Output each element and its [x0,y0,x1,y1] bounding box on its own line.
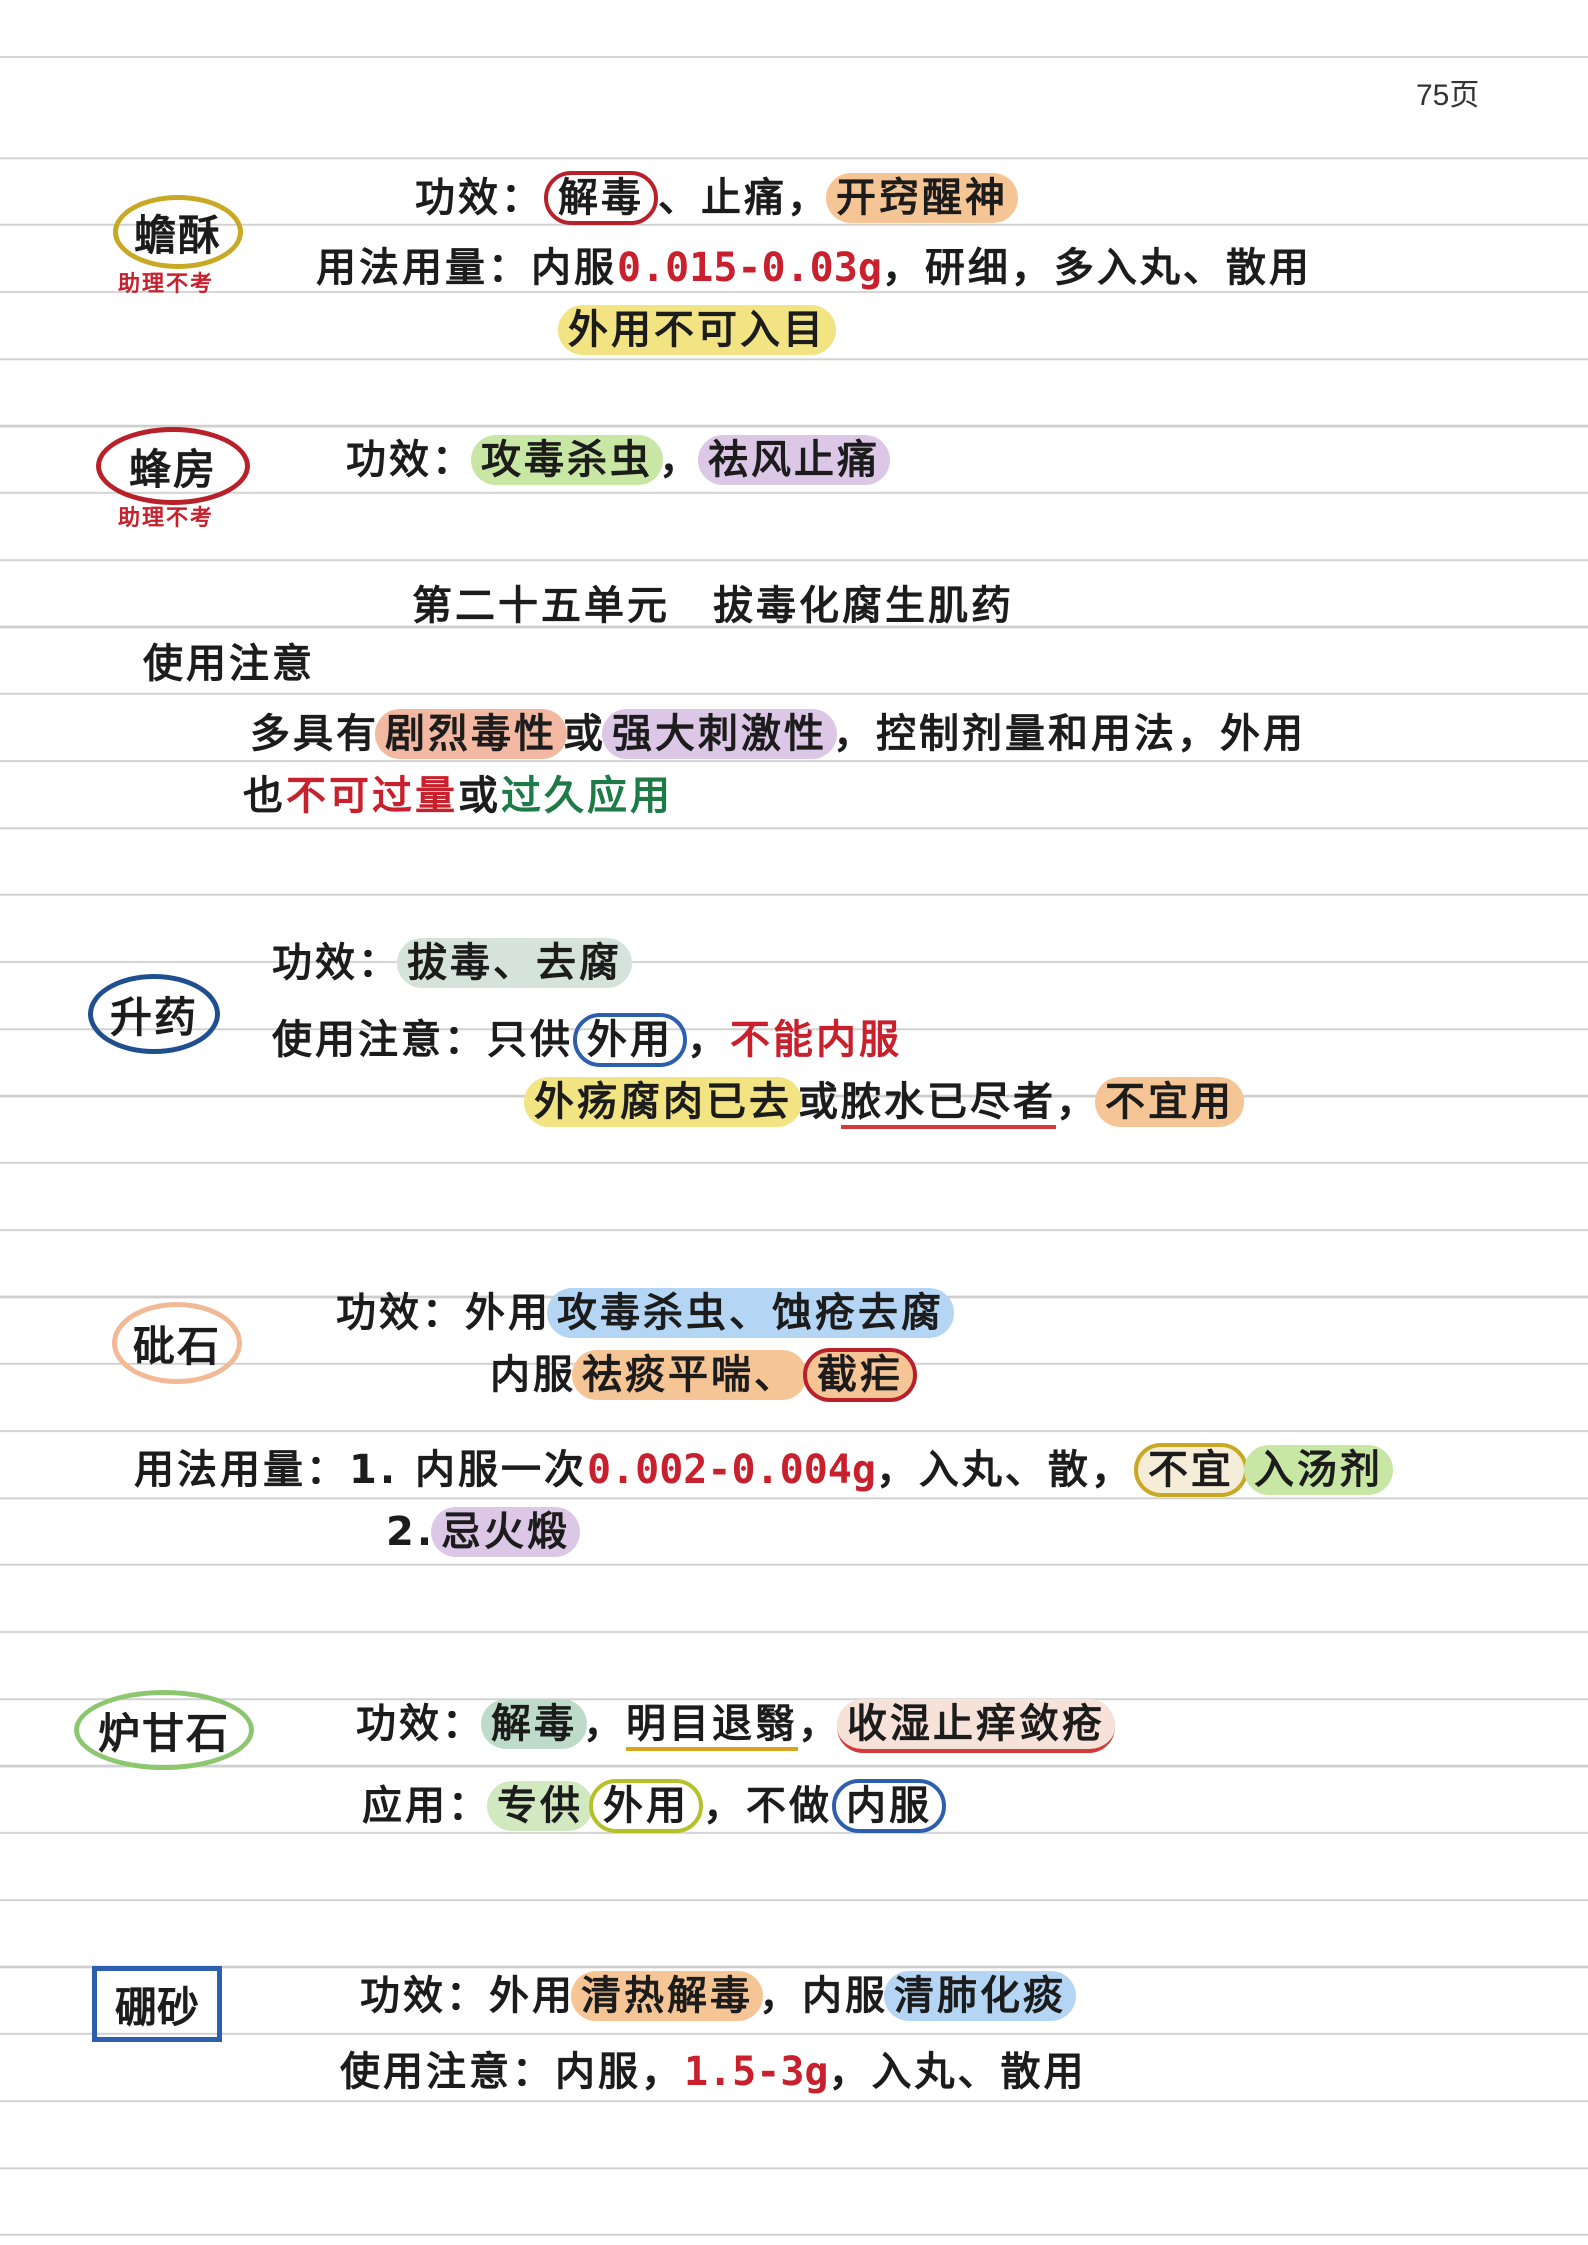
caution-line: 外用不可入目 [558,302,836,358]
highlighted-term: 忌火煅 [431,1507,581,1557]
highlighted-term: 专供 [487,1781,593,1831]
highlighted-term: 解毒 [481,1699,587,1749]
exam-note: 助理不考 [118,506,215,531]
herb-label-chansu: 蟾酥 [113,195,243,269]
highlighted-term: 开窍醒神 [826,173,1018,223]
dose-value: 1.5-3g [684,2049,829,2095]
caution-line: 使用注意：只供外用，不能内服 [272,1012,902,1068]
highlighted-term: 攻毒杀虫、蚀疮去腐 [547,1288,954,1338]
circled-term: 外用 [589,1779,703,1833]
unit-title: 第二十五单元 拔毒化腐生肌药 [412,583,1014,629]
exam-note: 助理不考 [118,272,215,297]
red-text: 不可过量 [286,773,458,819]
herb-name: 蟾酥 [133,210,222,260]
highlighted-term: 攻毒杀虫 [471,435,663,485]
section-heading: 使用注意 [143,641,315,687]
highlighted-term: 剧烈毒性 [375,709,567,759]
caution-text-line-2: 也不可过量或过久应用 [243,773,673,819]
herb-name: 硼砂 [114,1982,199,2032]
caution-line-2: 外疡腐肉已去或脓水已尽者，不宜用 [524,1074,1244,1130]
dose-value: 0.015-0.03g [617,245,882,291]
herb-label-fengfang: 蜂房 [96,427,250,505]
efficacy-line: 功效：外用攻毒杀虫、蚀疮去腐 [336,1285,954,1341]
dosage-line: 用法用量：1. 内服一次0.002-0.004g，入丸、散，不宜入汤剂 [134,1442,1393,1498]
circled-term: 内服 [832,1779,946,1833]
efficacy-line: 功效：解毒，明目退翳，收湿止痒敛疮 [356,1696,1115,1753]
underlined-term: 脓水已尽者 [841,1079,1056,1129]
efficacy-line: 功效：解毒、止痛，开窍醒神 [415,170,1018,226]
herb-name: 炉甘石 [97,1708,230,1758]
highlighted-term: 收湿止痒敛疮 [837,1699,1115,1753]
dose-value: 0.002-0.004g [586,1447,876,1493]
circled-term: 截疟 [803,1348,917,1402]
highlighted-term: 祛痰平喘、 [572,1350,807,1400]
herb-label-pengsha: 硼砂 [92,1966,222,2042]
highlighted-term: 清肺化痰 [884,1971,1076,2021]
highlighted-term: 祛风止痛 [698,435,890,485]
efficacy-line: 功效：攻毒杀虫，祛风止痛 [346,432,890,488]
highlighted-term: 清热解毒 [571,1971,763,2021]
underlined-term: 明目退翳 [626,1701,798,1751]
herb-label-shengyao: 升药 [88,974,220,1054]
dosage-line: 用法用量：内服0.015-0.03g，研细，多入丸、散用 [316,245,1312,291]
highlighted-term: 强大刺激性 [602,709,837,759]
page-number: 75页 [1416,79,1480,112]
highlighted-term: 外疡腐肉已去 [524,1077,802,1127]
efficacy-line-2: 内服祛痰平喘、截疟 [490,1347,917,1403]
herb-name: 蜂房 [128,444,217,494]
circled-term: 解毒 [544,171,658,225]
herb-label-luganshi: 炉甘石 [74,1690,254,1770]
dosage-line-2: 2.忌火煅 [386,1504,581,1560]
herb-name: 砒石 [132,1321,221,1371]
green-text: 过久应用 [501,773,673,819]
herb-label-pishi: 砒石 [112,1302,242,1384]
highlighted-term: 不宜用 [1095,1077,1244,1127]
highlighted-term: 入汤剂 [1243,1445,1393,1495]
efficacy-line: 功效：拔毒、去腐 [272,935,632,991]
application-line: 应用：专供外用，不做内服 [362,1778,946,1834]
caution-line: 使用注意：内服，1.5-3g，入丸、散用 [340,2049,1087,2095]
circled-term: 外用 [573,1013,687,1067]
herb-name: 升药 [109,992,198,1042]
caution-text-line-1: 多具有剧烈毒性或强大刺激性，控制剂量和用法，外用 [250,709,1306,759]
highlighted-term: 外用不可入目 [558,305,836,355]
efficacy-line: 功效：外用清热解毒，内服清肺化痰 [360,1968,1076,2024]
circled-term: 不宜 [1133,1443,1248,1497]
red-text: 不能内服 [730,1017,902,1063]
highlighted-term: 拔毒、去腐 [397,938,632,988]
